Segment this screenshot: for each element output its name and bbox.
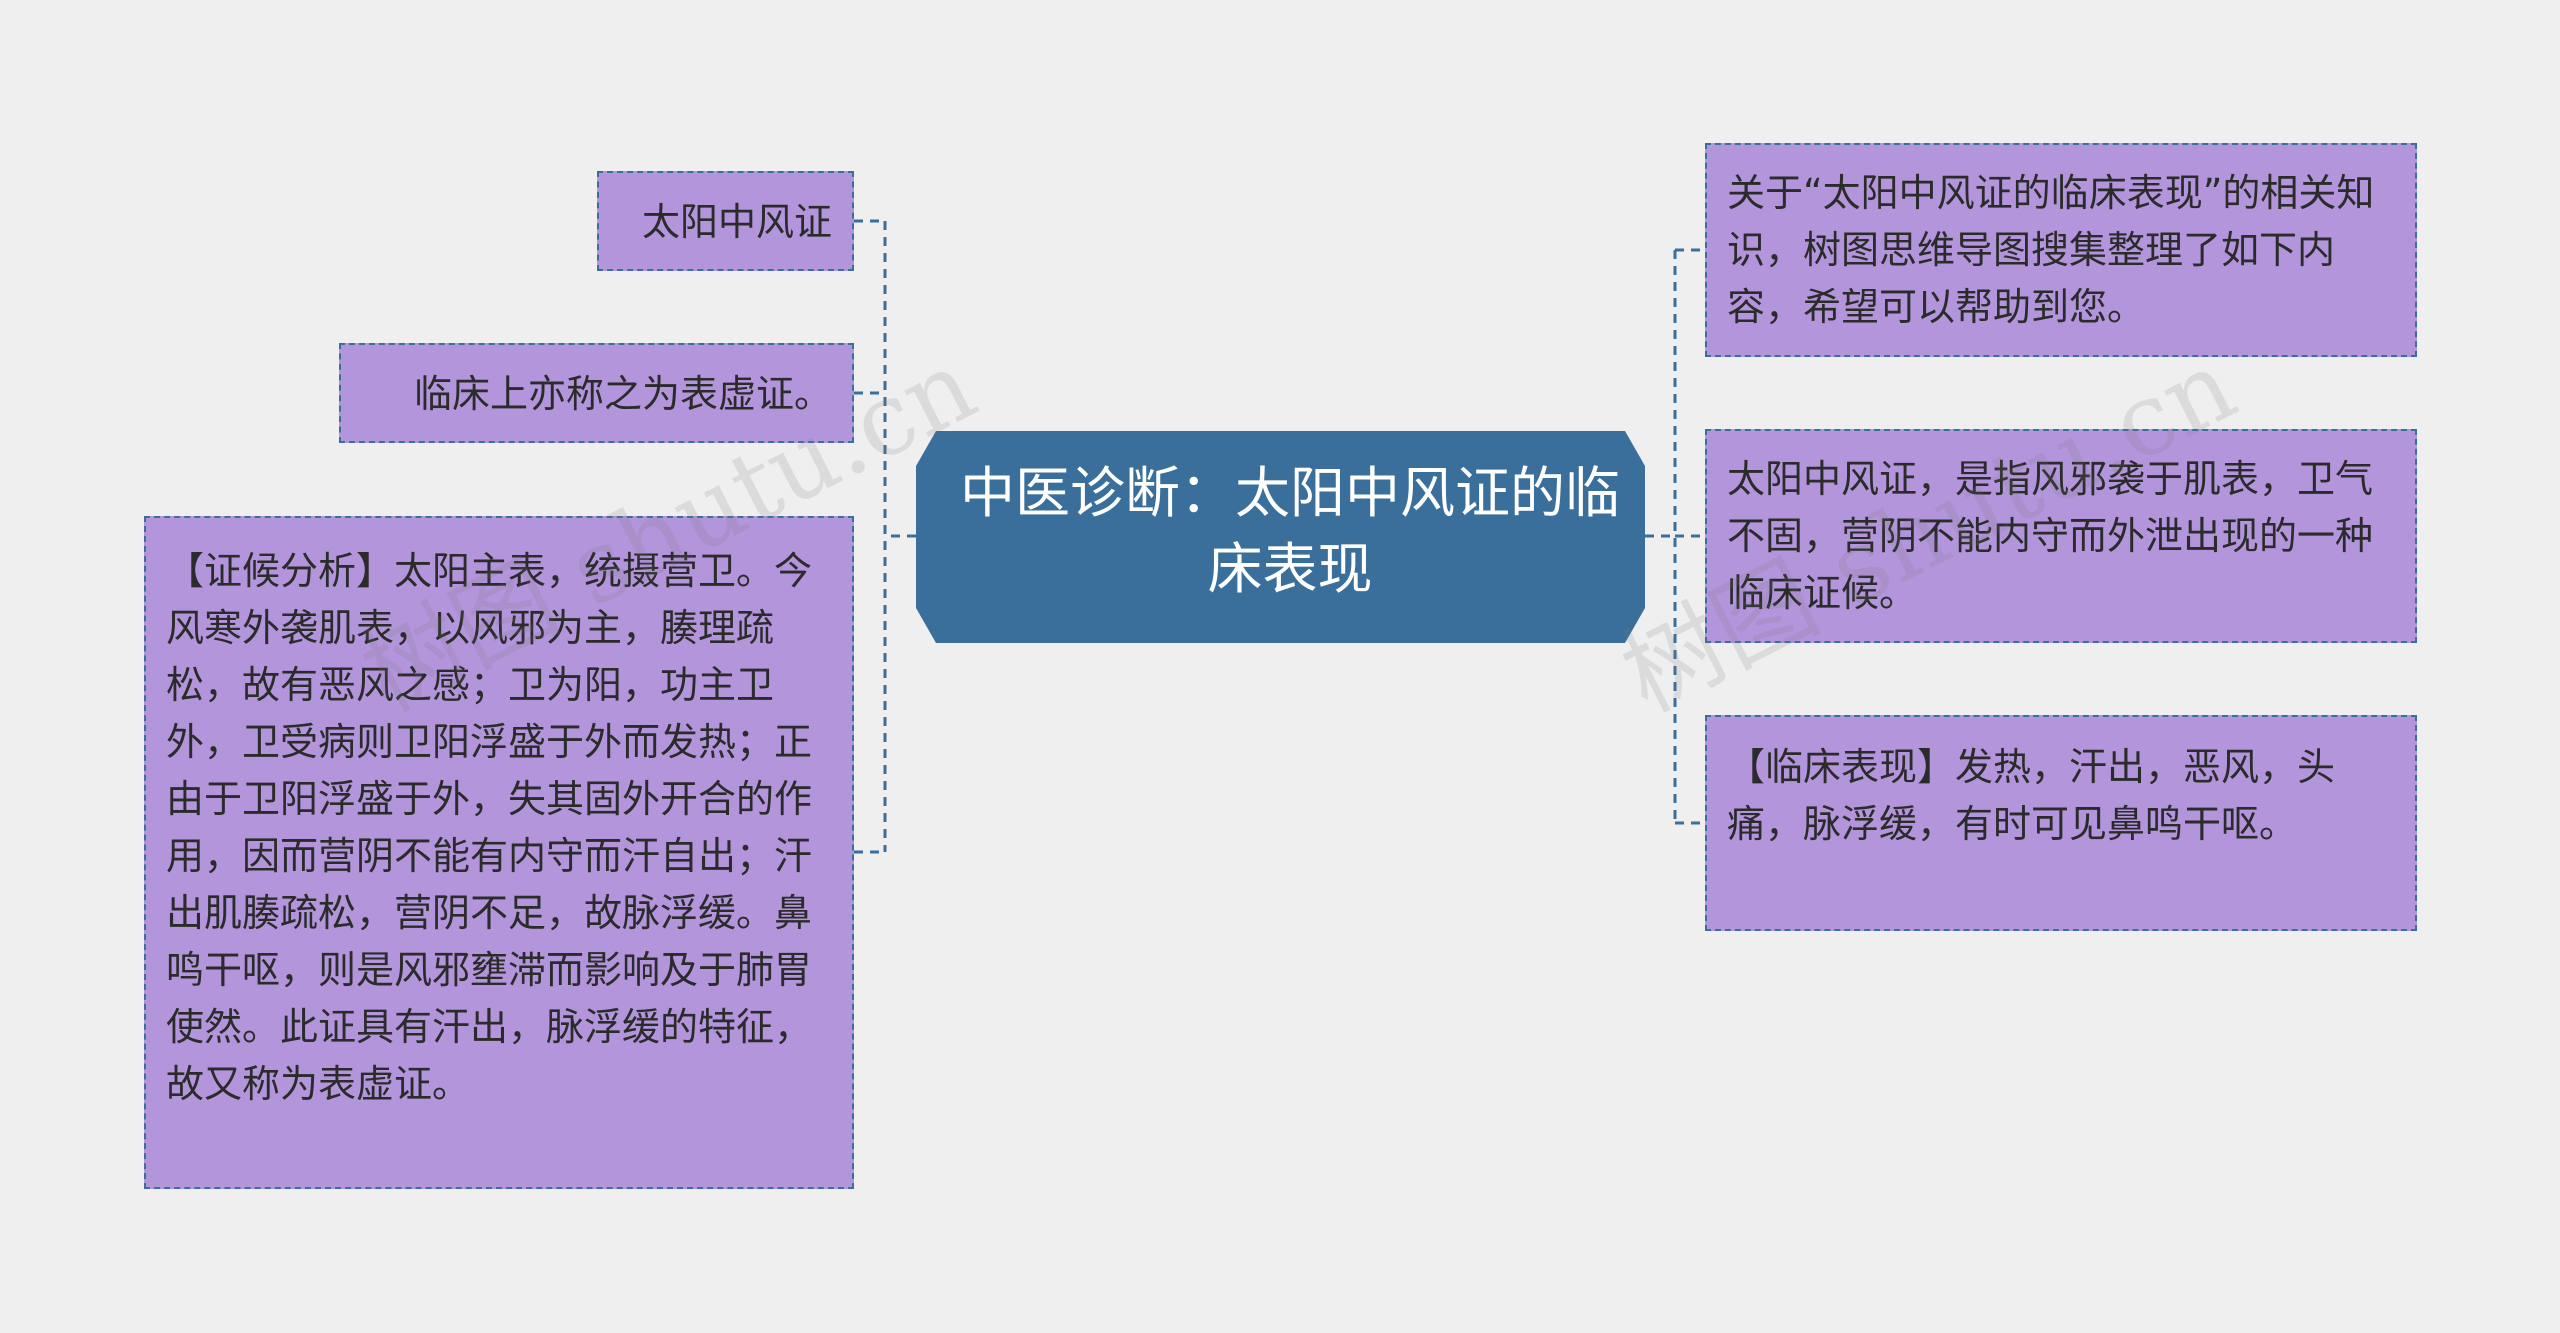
left-connectors	[854, 219, 916, 854]
right-node-intro[interactable]: 关于“太阳中风证的临床表现”的相关知识，树图思维导图搜集整理了如下内容，希望可以…	[1705, 143, 2417, 357]
right-connectors	[1645, 248, 1705, 825]
center-topic[interactable]: 中医诊断：太阳中风证的临床表现	[959, 461, 1620, 601]
left-node-alias[interactable]: 临床上亦称之为表虚证。	[339, 343, 854, 443]
center-node-shape[interactable]	[916, 431, 1645, 643]
right-node-definition[interactable]: 太阳中风证，是指风邪袭于肌表，卫气不固，营阴不能内守而外泄出现的一种临床证候。	[1705, 429, 2417, 643]
right-node-manifestation[interactable]: 【临床表现】发热，汗出，恶风，头痛，脉浮缓，有时可见鼻鸣干呕。	[1705, 715, 2417, 931]
left-node-analysis[interactable]: 【证候分析】太阳主表，统摄营卫。今风寒外袭肌表，以风邪为主，腠理疏松，故有恶风之…	[144, 516, 854, 1189]
left-node-title[interactable]: 太阳中风证	[597, 171, 854, 271]
